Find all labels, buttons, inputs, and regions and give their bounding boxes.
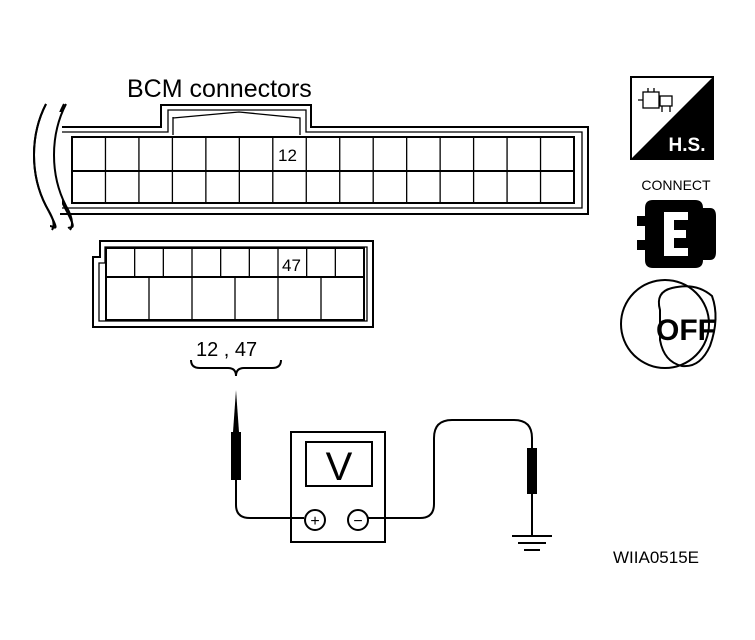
pin-47-label: 47 [282,256,301,275]
ground-probe [368,419,552,551]
bcm-connector-lower: 47 [92,240,374,328]
connect-icon [637,200,716,268]
negative-terminal [347,509,369,531]
positive-terminal [304,509,326,531]
off-label: OFF [656,314,716,347]
voltmeter: V + − [290,431,386,543]
plus-symbol: + [310,513,319,530]
figure-id: WIIA0515E [613,548,699,567]
hs-label: H.S. [669,135,706,156]
minus-symbol: − [353,513,362,530]
connect-label: CONNECT [641,177,711,193]
hs-icon: H.S. [630,76,714,160]
ignition-off-icon: OFF [620,279,717,369]
voltmeter-label: V [326,445,353,489]
pin-12-label: 12 [278,146,297,165]
bcm-connector-upper: 12 [33,103,589,231]
measure-pins-label: 12 , 47 [196,339,257,361]
pins-brace [190,359,282,377]
positive-probe [231,390,304,519]
diagram-title: BCM connectors [127,75,312,103]
